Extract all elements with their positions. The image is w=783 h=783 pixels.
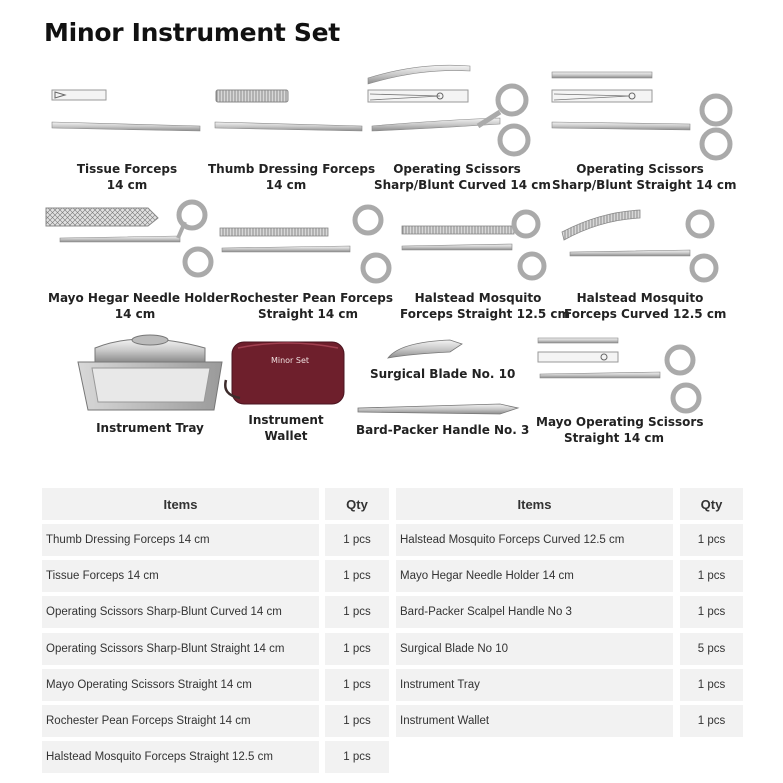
caption-line: Wallet [264,429,308,443]
caption-rochester-pean-forceps: Rochester Pean Forceps Straight 14 cm [230,290,394,322]
table-cell-qty: 1 pcs [325,705,389,737]
table-cell-item: Tissue Forceps 14 cm [42,560,319,592]
table-cell-qty: 1 pcs [325,741,389,773]
caption-mayo-hegar-needle-holder: Mayo Hegar Needle Holder 14 cm [48,290,230,322]
caption-line: Mayo Hegar Needle Holder [48,291,230,305]
caption-line: 14 cm [114,307,156,321]
table-cell-qty: 1 pcs [680,669,743,701]
instrument-showcase: Minor Set Tissue Forceps 14 cm Thumb Dre… [45,64,737,446]
table-cell-item: Halstead Mosquito Forceps Straight 12.5 … [42,741,319,773]
caption-line: Halstead Mosquito [414,291,542,305]
table-cell-item: Operating Scissors Sharp-Blunt Curved 14… [42,596,319,628]
table-cell-item: Rochester Pean Forceps Straight 14 cm [42,705,319,737]
caption-operating-scissors-straight: Operating Scissors Sharp/Blunt Straight … [552,161,737,193]
caption-instrument-tray: Instrument Tray [90,420,210,436]
header-qty-right: Qty [680,488,743,520]
caption-line: Forceps Straight 12.5 cm [400,307,570,321]
header-items-left: Items [42,488,319,520]
caption-surgical-blade: Surgical Blade No. 10 [370,366,516,382]
caption-line: Halstead Mosquito [576,291,704,305]
mayo-hegar-needle-holder-image [45,199,214,278]
table-cell-item: Instrument Wallet [396,705,673,737]
table-cell-qty: 1 pcs [325,560,389,592]
caption-line: Sharp/Blunt Curved 14 cm [374,178,551,192]
instrument-wallet-image [224,341,345,405]
caption-line: Forceps Curved 12.5 cm [564,307,727,321]
caption-line: Tissue Forceps [76,162,178,176]
table-cell-item: Mayo Operating Scissors Straight 14 cm [42,669,319,701]
caption-line: Bard-Packer Handle No. 3 [356,423,530,437]
caption-halstead-mosquito-straight: Halstead Mosquito Forceps Straight 12.5 … [400,290,570,322]
table-cell-qty: 1 pcs [680,705,743,737]
instrument-illustrations [45,64,733,415]
header-items-right: Items [396,488,673,520]
caption-line: Rochester Pean Forceps [230,291,394,305]
table-cell-qty: 1 pcs [680,560,743,592]
table-cell-qty: 1 pcs [680,596,743,628]
table-cell-qty: 1 pcs [325,669,389,701]
table-cell-item: Thumb Dressing Forceps 14 cm [42,524,319,556]
table-cell-qty: 1 pcs [325,524,389,556]
table-cell-qty: 1 pcs [325,633,389,665]
page-title: Minor Instrument Set [44,18,340,47]
table-cell-item: Mayo Hegar Needle Holder 14 cm [396,560,673,592]
caption-line: Operating Scissors [576,162,704,176]
rochester-pean-forceps-image [219,204,392,284]
caption-line: 14 cm [265,178,307,192]
halstead-mosquito-curved-image [561,209,719,283]
bard-packer-handle-image [357,403,520,415]
caption-line: Surgical Blade No. 10 [370,367,516,381]
caption-line: Thumb Dressing Forceps [208,162,376,176]
caption-bard-packer-handle: Bard-Packer Handle No. 3 [356,422,530,438]
operating-scissors-straight-image [551,71,733,161]
table-cell-item: Surgical Blade No 10 [396,633,673,665]
wallet-print: Minor Set [270,356,310,365]
caption-line: Straight 14 cm [257,307,359,321]
table-cell-item: Bard-Packer Scalpel Handle No 3 [396,596,673,628]
table-cell-item: Operating Scissors Sharp-Blunt Straight … [42,633,319,665]
header-qty-left: Qty [325,488,389,520]
caption-halstead-mosquito-curved: Halstead Mosquito Forceps Curved 12.5 cm [564,290,727,322]
caption-line: Straight 14 cm [563,431,665,445]
caption-line: Instrument Tray [96,421,204,435]
caption-instrument-wallet: Instrument Wallet [240,412,332,444]
caption-line: Instrument [248,413,324,427]
table-cell-qty: 1 pcs [680,524,743,556]
table-cell-qty: 5 pcs [680,633,743,665]
thumb-dressing-forceps-image [214,89,363,132]
caption-tissue-forceps: Tissue Forceps 14 cm [62,161,192,193]
caption-line: 14 cm [106,178,148,192]
wallet-print-text: Minor Set [270,356,310,365]
instrument-tray-image [77,334,223,411]
caption-line: Operating Scissors [393,162,521,176]
caption-line: Mayo Operating Scissors [536,415,704,429]
tissue-forceps-image [51,89,201,132]
caption-operating-scissors-curved: Operating Scissors Sharp/Blunt Curved 14… [374,161,551,193]
mayo-operating-scissors-image [537,337,702,414]
table-cell-item: Instrument Tray [396,669,673,701]
table-cell-qty: 1 pcs [325,596,389,628]
surgical-blade-image [387,339,463,359]
caption-thumb-dressing-forceps: Thumb Dressing Forceps 14 cm [208,161,376,193]
halstead-mosquito-straight-image [401,209,547,281]
caption-mayo-operating-scissors: Mayo Operating Scissors Straight 14 cm [536,414,704,446]
table-cell-item: Halstead Mosquito Forceps Curved 12.5 cm [396,524,673,556]
operating-scissors-curved-image [367,64,531,157]
caption-line: Sharp/Blunt Straight 14 cm [552,178,737,192]
